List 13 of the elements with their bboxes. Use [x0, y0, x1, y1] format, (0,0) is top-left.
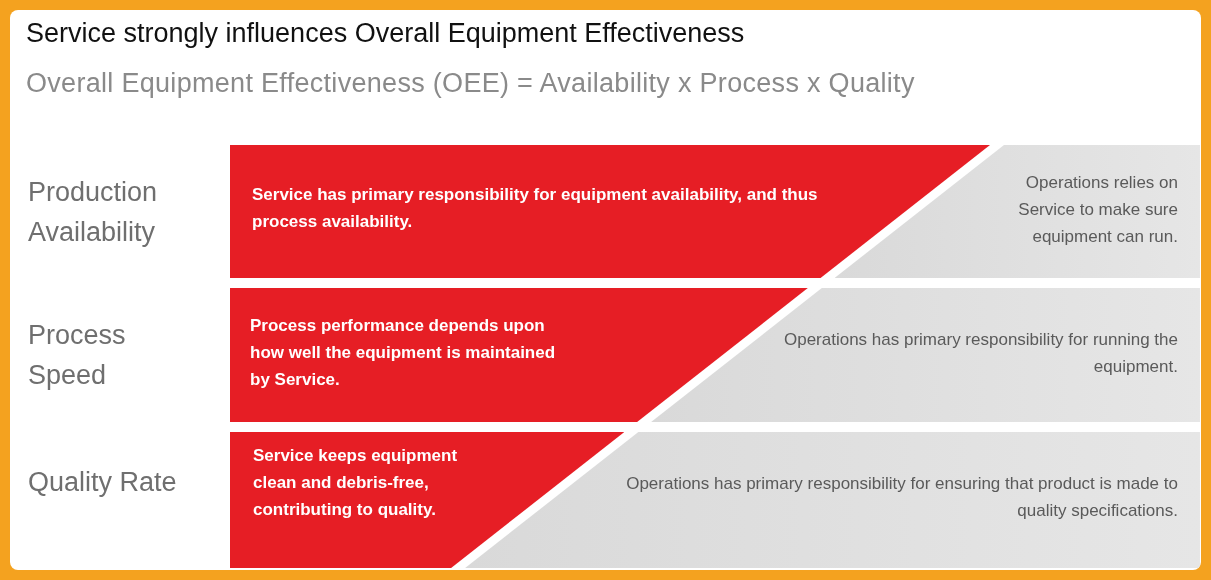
service-panel — [230, 145, 990, 278]
row-label: Quality Rate — [28, 466, 178, 499]
title: Service strongly influences Overall Equipment Effectiveness — [26, 18, 745, 49]
panel-text: Operations relies on Service to make sure equipment can run. — [1017, 172, 1178, 248]
operations-panel — [465, 432, 1200, 568]
row-label: Production Availability — [28, 176, 159, 249]
row-label: Process Speed — [28, 319, 127, 392]
panel-text: Operations has primary responsibility for running the equipment. — [782, 329, 1178, 378]
panel-text: Process performance depends upon how well the equipment is maintained by Service. — [250, 315, 557, 391]
panel-text: Service keeps equipment clean and debris-free, contributing to quality. — [253, 445, 459, 521]
formula-subtitle: Overall Equipment Effectiveness (OEE) = Availability x Process x Quality — [26, 68, 915, 99]
panel-text: Operations has primary responsibility for ensuring that product is made to quality specifications. — [625, 473, 1178, 522]
panel-text: Service has primary responsibility for equipment availability, and thus process availability. — [252, 184, 819, 233]
